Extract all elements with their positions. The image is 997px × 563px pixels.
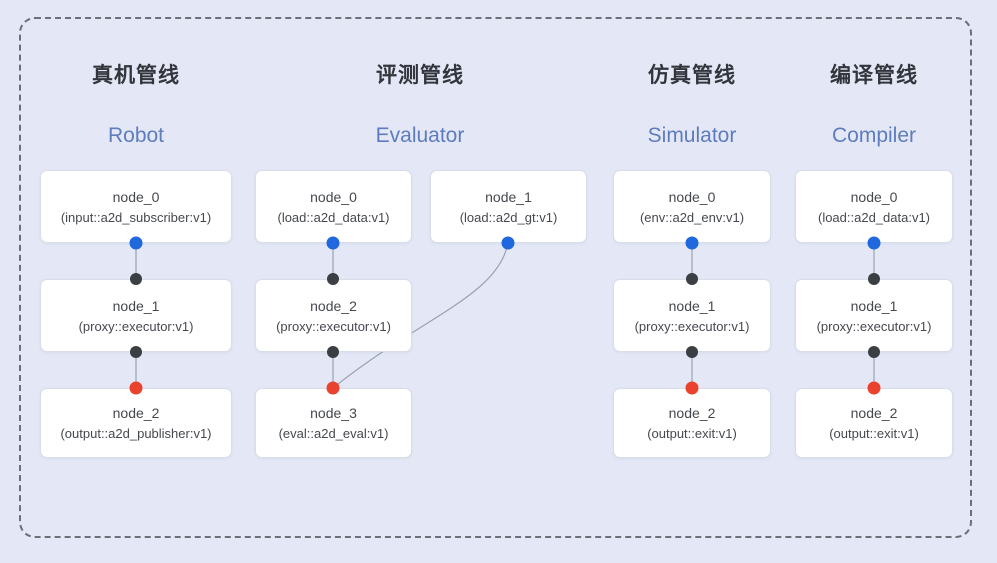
output-port-dot — [685, 236, 699, 250]
node-type: (load::a2d_data:v1) — [817, 209, 931, 225]
node-compiler-node_1: node_1 (proxy::executor:v1) — [795, 279, 953, 352]
node-type: (load::a2d_gt:v1) — [459, 209, 558, 225]
node-type: (proxy::executor:v1) — [276, 318, 391, 334]
node-evaluator-node_3: node_3 (eval::a2d_eval:v1) — [255, 388, 412, 458]
pipeline-title-compiler-en: Compiler — [831, 124, 917, 147]
node-type: (output::exit:v1) — [829, 426, 919, 441]
node-name: node_1 — [850, 297, 898, 314]
node-name: node_1 — [485, 188, 532, 205]
node-type: (output::exit:v1) — [647, 426, 737, 441]
node-simulator-node_0: node_0 (env::a2d_env:v1) — [613, 170, 771, 243]
output-port-dot — [867, 236, 881, 250]
node-name: node_2 — [668, 405, 716, 421]
pipeline-title-robot-en: Robot — [107, 124, 165, 147]
output-port-dot — [326, 236, 340, 250]
node-evaluator-node_0: node_0 (load::a2d_data:v1) — [255, 170, 412, 243]
node-compiler-node_2: node_2 (output::exit:v1) — [795, 388, 953, 458]
node-evaluator-node_1: node_1 (load::a2d_gt:v1) — [430, 170, 587, 243]
node-name: node_0 — [310, 188, 357, 205]
terminal-port-dot — [685, 381, 699, 395]
node-robot-node_0: node_0 (input::a2d_subscriber:v1) — [40, 170, 232, 243]
input-port-dot — [686, 273, 698, 285]
node-type: (env::a2d_env:v1) — [639, 209, 745, 225]
pipeline-title-robot-zh: 真机管线 — [92, 64, 180, 87]
node-type: (load::a2d_data:v1) — [277, 209, 390, 225]
output-port-dot — [868, 346, 880, 358]
node-evaluator-node_2: node_2 (proxy::executor:v1) — [255, 279, 412, 352]
node-name: node_0 — [850, 188, 898, 205]
output-port-dot — [686, 346, 698, 358]
edge-eval-n1-n3-curve — [332, 242, 509, 389]
pipeline-title-compiler-zh: 编译管线 — [830, 64, 918, 87]
node-name: node_2 — [112, 405, 160, 421]
output-port-dot — [327, 346, 339, 358]
node-simulator-node_1: node_1 (proxy::executor:v1) — [613, 279, 771, 352]
pipeline-title-simulator-en: Simulator — [647, 124, 737, 147]
input-port-dot — [130, 273, 142, 285]
pipeline-title-evaluator-zh: 评测管线 — [376, 64, 464, 87]
terminal-port-dot — [129, 381, 143, 395]
node-name: node_2 — [850, 405, 898, 421]
node-name: node_3 — [310, 405, 357, 421]
node-name: node_1 — [668, 297, 716, 314]
input-port-dot — [868, 273, 880, 285]
node-simulator-node_2: node_2 (output::exit:v1) — [613, 388, 771, 458]
pipeline-title-evaluator-en: Evaluator — [375, 124, 465, 147]
node-type: (proxy::executor:v1) — [78, 318, 194, 334]
node-name: node_0 — [112, 188, 160, 205]
node-robot-node_1: node_1 (proxy::executor:v1) — [40, 279, 232, 352]
node-type: (input::a2d_subscriber:v1) — [60, 209, 212, 225]
node-robot-node_2: node_2 (output::a2d_publisher:v1) — [40, 388, 232, 458]
output-port-dot — [129, 236, 143, 250]
terminal-port-dot — [867, 381, 881, 395]
input-port-dot — [327, 273, 339, 285]
node-type: (output::a2d_publisher:v1) — [60, 426, 212, 441]
terminal-port-dot — [326, 381, 340, 395]
output-port-dot — [130, 346, 142, 358]
node-name: node_1 — [112, 297, 160, 314]
node-type: (proxy::executor:v1) — [634, 318, 750, 334]
node-name: node_0 — [668, 188, 716, 205]
output-port-dot — [501, 236, 515, 250]
node-compiler-node_0: node_0 (load::a2d_data:v1) — [795, 170, 953, 243]
node-type: (proxy::executor:v1) — [816, 318, 932, 334]
node-name: node_2 — [310, 297, 357, 314]
dashed-boundary — [19, 17, 972, 538]
pipeline-title-simulator-zh: 仿真管线 — [648, 64, 736, 87]
node-type: (eval::a2d_eval:v1) — [278, 426, 389, 441]
